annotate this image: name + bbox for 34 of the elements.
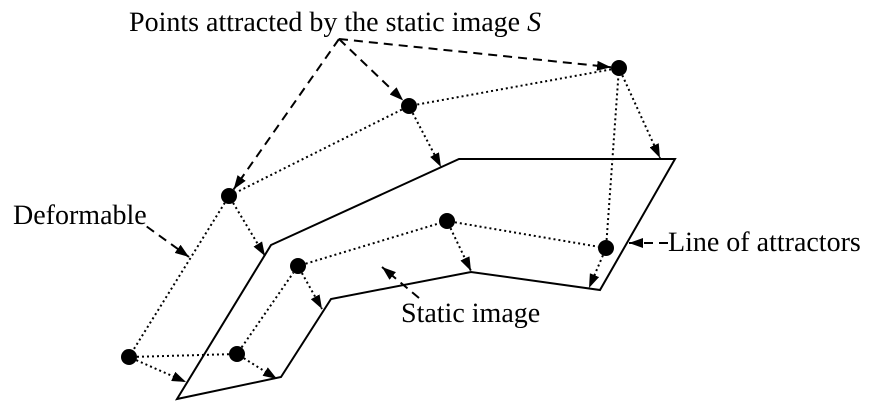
label-text: Deformable [13, 200, 147, 232]
contour-line [416, 68, 612, 106]
leader-arrow [338, 38, 404, 102]
contour-line [240, 272, 294, 348]
arrow [588, 255, 604, 288]
arrow [450, 228, 472, 272]
contour-line [136, 353, 230, 358]
label-text: Line of attractors [668, 227, 861, 259]
contour-line [454, 221, 598, 248]
leader-arrow [629, 238, 668, 248]
leader-arrow [381, 266, 420, 299]
point-marker [121, 349, 137, 365]
arrow [136, 359, 186, 383]
arrow [243, 357, 278, 380]
point-marker [290, 258, 306, 274]
point-marker [439, 213, 455, 229]
point-marker [221, 188, 237, 204]
contour-line [236, 108, 402, 194]
leader-arrow [232, 38, 340, 190]
point-marker [611, 60, 627, 76]
contour-line [305, 222, 440, 265]
leader-arrow [146, 226, 190, 258]
point-marker [401, 98, 417, 114]
label-text: Static image [401, 298, 540, 330]
point-marker [229, 346, 245, 362]
leader-arrow [338, 38, 612, 71]
point-marker [598, 240, 614, 256]
label-text: Points attracted by the static image S [129, 7, 542, 39]
arrow [412, 112, 442, 168]
arrow [301, 272, 323, 310]
contour-line [132, 202, 226, 351]
arrow [232, 202, 266, 257]
arrow [621, 74, 661, 158]
contour-line [606, 76, 620, 240]
